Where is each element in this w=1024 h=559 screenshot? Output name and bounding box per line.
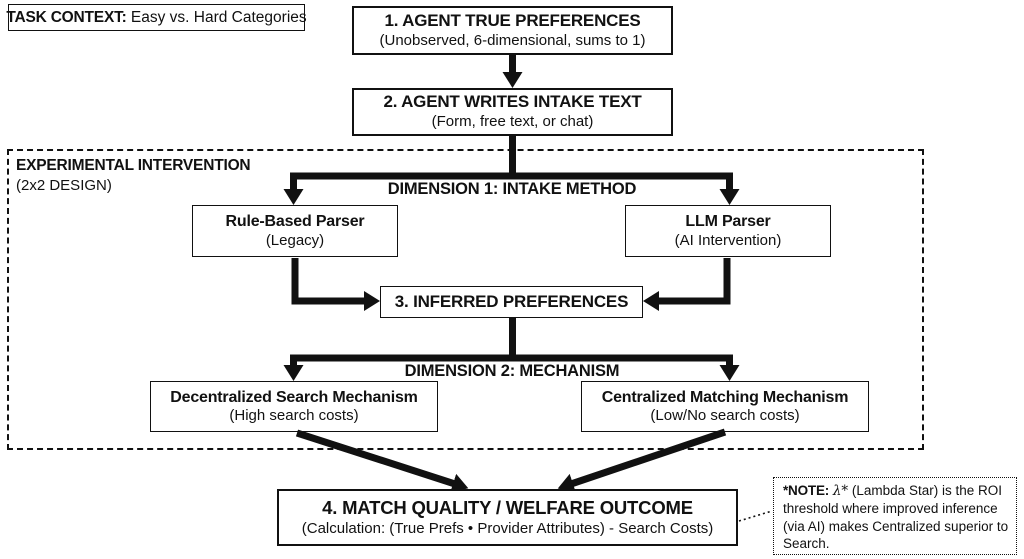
- step4-box: 4. MATCH QUALITY / WELFARE OUTCOME (Calc…: [277, 489, 738, 546]
- dimension1-header: DIMENSION 1: INTAKE METHOD: [387, 180, 637, 198]
- rule-based-parser-title: Rule-Based Parser: [225, 213, 365, 231]
- task-context-box: TASK CONTEXT: Easy vs. Hard Categories: [6, 4, 307, 31]
- decentralized-search-title: Decentralized Search Mechanism: [170, 388, 418, 406]
- decentralized-search-box: Decentralized Search Mechanism (High sea…: [150, 381, 438, 432]
- task-context-label: TASK CONTEXT:: [6, 8, 127, 26]
- step4-subtitle: (Calculation: (True Prefs • Provider Att…: [301, 519, 714, 537]
- llm-parser-box: LLM Parser (AI Intervention): [625, 205, 831, 257]
- dotted-link-step4-to-note: [738, 510, 773, 522]
- rule-based-parser-box: Rule-Based Parser (Legacy): [192, 205, 398, 257]
- experimental-intervention-label: EXPERIMENTAL INTERVENTION (2x2 DESIGN): [16, 156, 251, 196]
- step2-box: 2. AGENT WRITES INTAKE TEXT (Form, free …: [352, 88, 673, 136]
- note-lambda-symbol: λ*: [832, 483, 849, 499]
- arrow-decentralized-to-step4: [295, 429, 469, 493]
- experimental-intervention-title: EXPERIMENTAL INTERVENTION: [16, 157, 251, 174]
- step3-title: 3. INFERRED PREFERENCES: [394, 291, 629, 311]
- note-text: (Lambda Star) is the ROI threshold where…: [783, 483, 1009, 551]
- step4-title: 4. MATCH QUALITY / WELFARE OUTCOME: [322, 497, 693, 519]
- step1-title: 1. AGENT TRUE PREFERENCES: [384, 10, 641, 30]
- llm-parser-title: LLM Parser: [685, 213, 771, 231]
- experimental-intervention-subtitle: (2x2 DESIGN): [16, 177, 112, 195]
- centralized-matching-subtitle: (Low/No search costs): [650, 407, 800, 425]
- lambda-note-box: *NOTE: λ* (Lambda Star) is the ROI thres…: [773, 477, 1017, 555]
- arrow-centralized-to-step4: [557, 428, 727, 493]
- centralized-matching-box: Centralized Matching Mechanism (Low/No s…: [581, 381, 869, 432]
- step3-box: 3. INFERRED PREFERENCES: [380, 286, 643, 318]
- arrow-llm-parser-to-step3: [643, 258, 731, 311]
- arrow-rule-parser-to-step3: [291, 258, 380, 311]
- decentralized-search-subtitle: (High search costs): [229, 407, 359, 425]
- step1-box: 1. AGENT TRUE PREFERENCES (Unobserved, 6…: [352, 6, 673, 55]
- llm-parser-subtitle: (AI Intervention): [674, 231, 782, 249]
- rule-based-parser-subtitle: (Legacy): [265, 231, 325, 249]
- centralized-matching-title: Centralized Matching Mechanism: [601, 388, 849, 406]
- step1-subtitle: (Unobserved, 6-dimensional, sums to 1): [379, 31, 646, 49]
- task-context-text: Easy vs. Hard Categories: [130, 8, 307, 26]
- experimental-intervention-region: [7, 149, 924, 450]
- note-label: *NOTE:: [783, 483, 830, 498]
- step2-subtitle: (Form, free text, or chat): [431, 113, 594, 131]
- dimension2-header: DIMENSION 2: MECHANISM: [404, 362, 620, 380]
- step2-title: 2. AGENT WRITES INTAKE TEXT: [383, 92, 642, 112]
